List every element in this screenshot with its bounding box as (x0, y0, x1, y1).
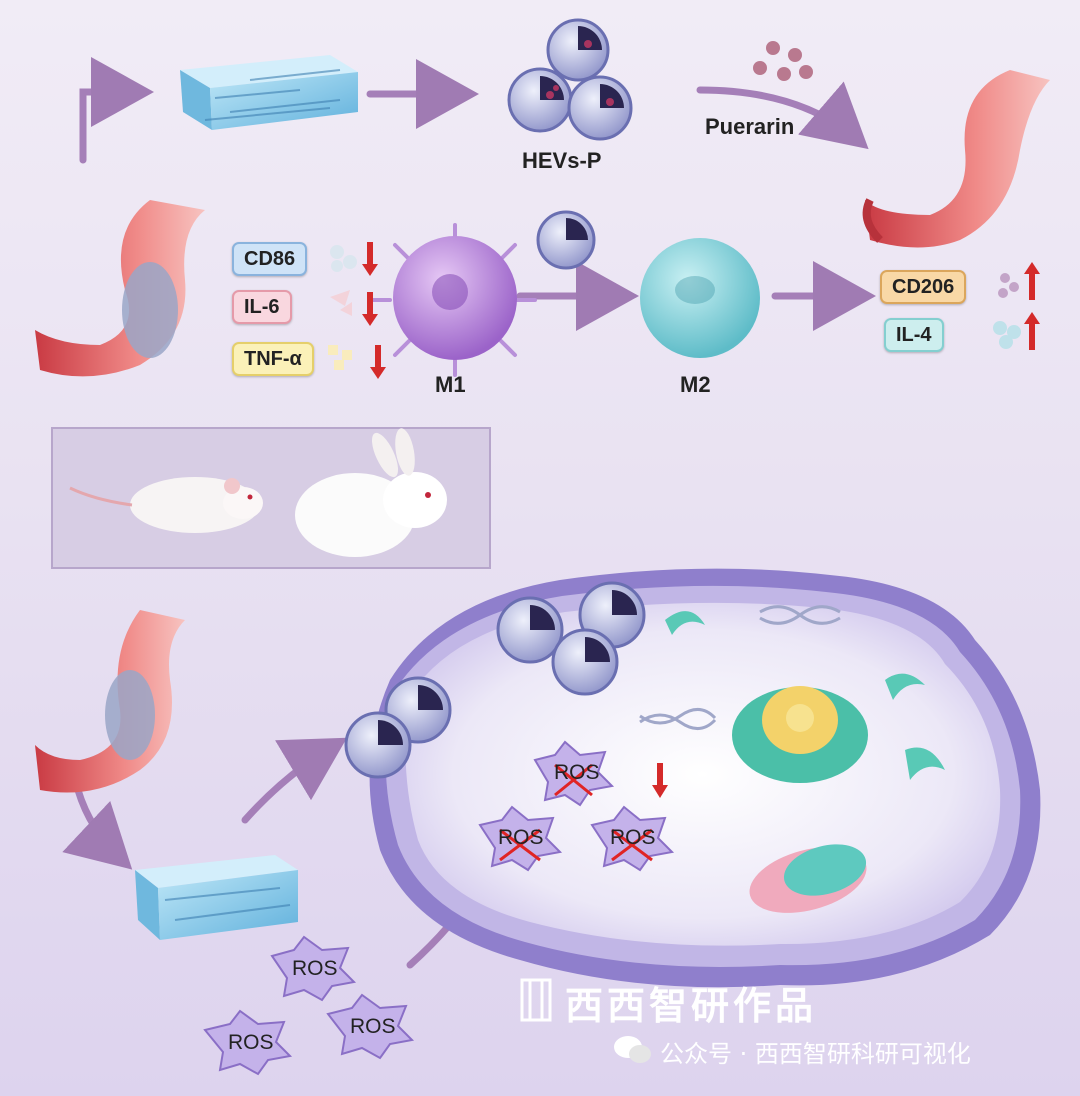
ros-crossed-3: ROS (610, 826, 656, 849)
m2-macrophage-icon (640, 238, 760, 358)
hydrogel-cube-icon (180, 55, 358, 130)
hydrogel-cube-bottom-icon (135, 855, 298, 940)
hevs-p-label: HEVs-P (522, 148, 602, 173)
cell-illustration (369, 568, 1041, 988)
golgi-icon (665, 611, 945, 780)
dna-icon (639, 605, 841, 730)
single-vesicle-icon (536, 210, 596, 270)
mouse-icon (69, 477, 263, 533)
marker-tnf-alpha: TNF-α (232, 342, 314, 376)
wechat-icon (614, 1036, 651, 1063)
up-arrows (1024, 262, 1040, 350)
colon-tissue-left-lower (35, 610, 185, 793)
colon-tissue-top-right (862, 70, 1050, 248)
ros-free-1: ROS (292, 957, 338, 980)
marker-il4: IL-4 (884, 318, 944, 352)
watermark-logo-icon (520, 978, 552, 1022)
nucleus-icon (732, 686, 868, 783)
animal-model-panel (51, 427, 491, 569)
marker-glyphs (328, 245, 1021, 370)
ros-free-3: ROS (350, 1015, 396, 1038)
watermark-subtitle: 公众号 · 西西智研科研可视化 (660, 1040, 971, 1068)
hev-vesicle-icons (507, 18, 633, 141)
ros-crossed-1: ROS (554, 761, 600, 784)
watermark-title: 西西智研作品 (565, 984, 818, 1028)
m1-label: M1 (435, 372, 466, 397)
ros-free-2: ROS (228, 1031, 274, 1054)
colon-tissue-left-upper (35, 200, 205, 377)
puerarin-molecules-icon (753, 41, 813, 81)
m2-label: M2 (680, 372, 711, 397)
down-arrows (362, 242, 386, 379)
marker-cd206: CD206 (880, 270, 967, 304)
ros-down-arrow (652, 763, 668, 798)
puerarin-label: Puerarin (705, 114, 795, 139)
ros-crossed-2: ROS (498, 826, 544, 849)
m1-macrophage-icon (370, 223, 537, 377)
ros-bursts (203, 740, 675, 1076)
marker-cd86: CD86 (232, 242, 308, 276)
ros-crosses (499, 763, 653, 862)
rabbit-icon (295, 428, 447, 557)
mitochondrion-icon (749, 844, 867, 913)
vesicles-in-cell (344, 581, 646, 779)
marker-il6: IL-6 (232, 290, 292, 324)
